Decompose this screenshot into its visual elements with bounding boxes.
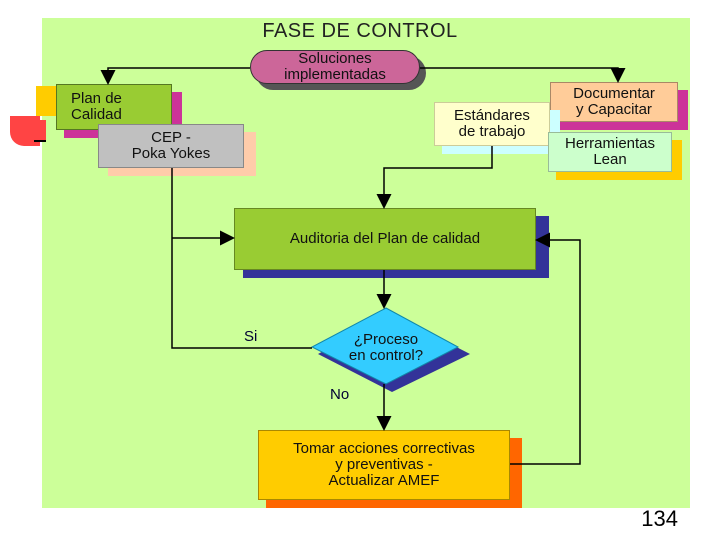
node-auditoria: Auditoria del Plan de calidad bbox=[234, 208, 536, 270]
node-soluciones: Soluciones implementadas bbox=[250, 50, 420, 84]
edge-label-si: Si bbox=[244, 328, 258, 345]
connector-soluciones-right bbox=[420, 67, 626, 83]
decorative-red-bar bbox=[36, 120, 46, 142]
connector-si-loop bbox=[171, 168, 312, 349]
connector-estandares-auditoria bbox=[376, 146, 493, 209]
edge-label-no: No bbox=[330, 386, 350, 403]
page-number: 134 bbox=[641, 506, 678, 531]
decision-diamond bbox=[310, 307, 460, 385]
decorative-line bbox=[34, 140, 46, 142]
node-decision: ¿Proceso en control? bbox=[348, 331, 424, 364]
node-herramientas: Herramientas Lean bbox=[548, 132, 672, 172]
connector-soluciones-left bbox=[100, 67, 250, 85]
node-documentar: Documentar y Capacitar bbox=[550, 82, 678, 122]
connector-feedback bbox=[510, 232, 581, 465]
node-estandares: Estándares de trabajo bbox=[434, 102, 550, 146]
diagram-title: FASE DE CONTROL bbox=[262, 20, 458, 42]
node-cep: CEP - Poka Yokes bbox=[98, 124, 244, 168]
